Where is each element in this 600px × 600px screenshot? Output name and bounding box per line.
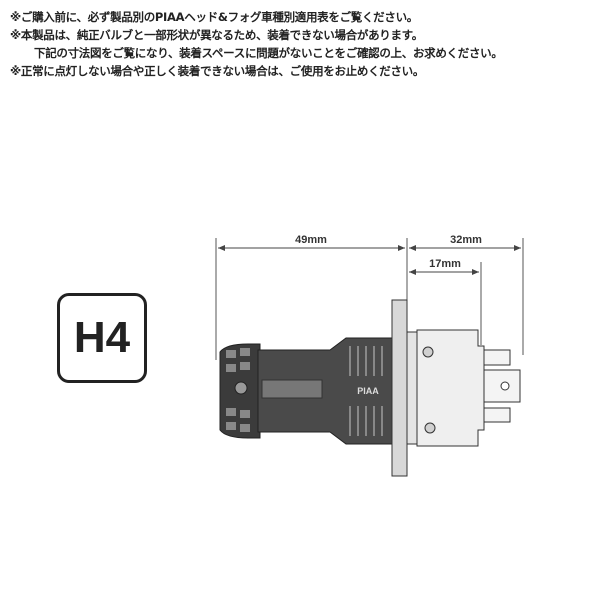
dim-label-49: 49mm: [295, 234, 327, 246]
dimension-lines: [218, 245, 521, 275]
bulb-drawing: PIAA: [219, 299, 521, 477]
connector-pin-bottom: [483, 407, 511, 423]
bulb-type-badge: H4: [57, 293, 147, 383]
pin-hole: [500, 381, 510, 391]
bulb-type-label: H4: [73, 313, 131, 362]
flange-ring: [406, 331, 418, 445]
bulb-flange: [391, 299, 408, 477]
note-1: ※ご購入前に、必ず製品別のPIAAヘッド&フォグ車種別適用表をご覧ください。: [10, 10, 418, 24]
dim-label-32: 32mm: [450, 234, 482, 246]
base-screw-top: [422, 346, 434, 358]
brand-mark: PIAA: [357, 386, 379, 396]
led-chip-window: [261, 379, 323, 399]
note-2: ※本製品は、純正バルブと一部形状が異なるため、装着できない場合があります。: [10, 28, 423, 42]
notes: ※ご購入前に、必ず製品別のPIAAヘッド&フォグ車種別適用表をご覧ください。 ※…: [10, 8, 595, 80]
note-3: 下記の寸法図をご覧になり、装着スペースに問題がないことをご確認の上、お求めくださ…: [34, 46, 503, 60]
bulb-base: [416, 329, 485, 447]
extension-lines: [215, 238, 524, 360]
front-screw: [234, 381, 248, 395]
base-screw-bottom: [424, 422, 436, 434]
connector-pin-top: [483, 349, 511, 366]
front-fin-slots: [226, 348, 250, 432]
note-4: ※正常に点灯しない場合や正しく装着できない場合は、ご使用をお止めください。: [10, 64, 425, 78]
body-fins: [349, 346, 383, 436]
dim-label-17: 17mm: [429, 258, 461, 270]
